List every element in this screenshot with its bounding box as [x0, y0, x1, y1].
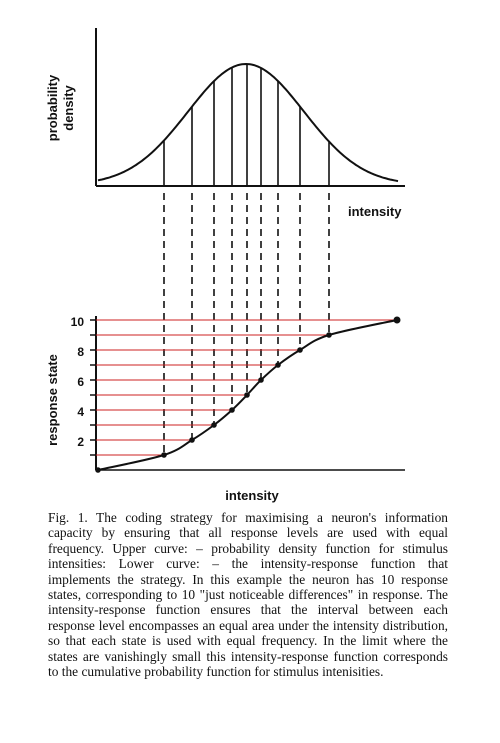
response-point: [326, 332, 332, 338]
response-point: [393, 316, 401, 324]
figure: probability density intensity 2 4 6 8 10…: [45, 28, 405, 503]
upper-plot: probability density intensity: [45, 28, 405, 219]
response-point: [297, 347, 303, 353]
y-tick-label-6: 6: [77, 375, 84, 389]
upper-ylabel-line2: density: [61, 84, 76, 130]
response-point: [161, 452, 167, 458]
y-tick-label-8: 8: [77, 345, 84, 359]
response-point: [258, 377, 264, 383]
response-point: [211, 422, 217, 428]
response-point: [244, 392, 250, 398]
upper-xlabel: intensity: [348, 204, 402, 219]
y-tick-label-10: 10: [71, 315, 85, 329]
lower-xlabel: intensity: [225, 488, 279, 503]
figure-caption: Fig. 1. The coding strategy for maximisi…: [48, 510, 448, 680]
y-tick-label-2: 2: [77, 435, 84, 449]
dashed-connectors: [163, 193, 330, 455]
lower-plot: 2 4 6 8 10 response state intensity: [45, 315, 405, 503]
density-partition-lines: [163, 64, 330, 185]
probability-density-curve: [97, 62, 399, 183]
response-point: [95, 467, 101, 473]
y-tick-marks: [90, 319, 96, 456]
upper-ylabel-line1: probability: [45, 74, 60, 141]
response-point: [275, 362, 281, 368]
y-tick-label-4: 4: [77, 405, 84, 419]
response-point: [229, 407, 235, 413]
lower-ylabel: response state: [45, 354, 60, 446]
response-points: [95, 316, 401, 473]
response-level-guides: [96, 319, 397, 456]
response-point: [189, 437, 195, 443]
